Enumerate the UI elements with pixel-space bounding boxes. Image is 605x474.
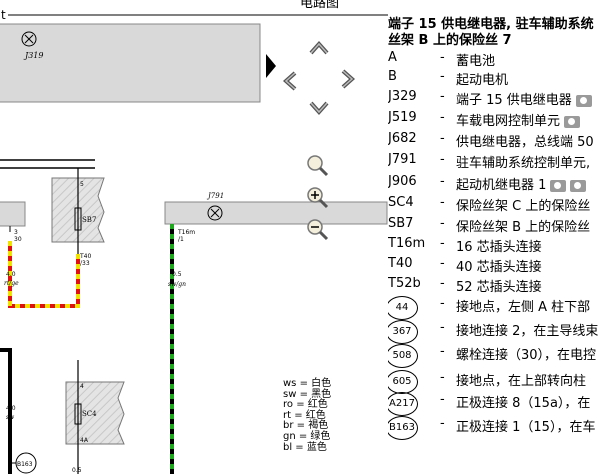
header-left-mark: t	[1, 8, 6, 22]
camera-icon[interactable]	[575, 94, 592, 107]
ground-point-badge: 367	[388, 320, 418, 344]
sb7-fuse-icon	[74, 207, 82, 231]
ground-point-badge: 44	[388, 296, 418, 320]
camera-icon[interactable]	[570, 179, 587, 192]
camera-icon[interactable]	[550, 179, 567, 192]
header-title: 电路图	[300, 0, 339, 11]
legend-title: 端子 15 供电继电器, 驻车辅助系统 丝架 B 上的保险丝 7	[388, 17, 594, 48]
svg-text:4: 4	[80, 383, 84, 390]
wire-sw	[0, 348, 12, 474]
svg-text:/33: /33	[80, 260, 90, 267]
left-connector-box	[0, 201, 26, 227]
color-code-sw: sw = 黑色	[283, 388, 332, 400]
pan-right-icon[interactable]	[340, 68, 356, 90]
color-code-ws: ws = 白色	[283, 378, 332, 389]
svg-text:rt/ge: rt/ge	[4, 280, 19, 287]
pan-up-icon[interactable]	[308, 40, 330, 56]
camera-icon[interactable]	[564, 115, 581, 128]
sb7-label: SB7	[82, 216, 96, 224]
color-code-gn: gn = 绿色	[283, 430, 331, 442]
ground-point-badge: 605	[388, 370, 418, 394]
wire-rt-ge	[8, 241, 80, 308]
panel-toggle-arrow-icon[interactable]	[266, 54, 276, 78]
zoom-in-icon[interactable]	[306, 186, 330, 210]
svg-text:0.5: 0.5	[172, 271, 182, 278]
svg-text:sw/gn: sw/gn	[168, 281, 186, 288]
wiring-diagram: 电路图 t J319 3 30 SB7 5 T40 /33 4.0 rt/ge …	[0, 0, 388, 474]
color-code-bl: bl = 蓝色	[283, 441, 327, 453]
legend-panel: 端子 15 供电继电器, 驻车辅助系统 丝架 B 上的保险丝 7 A-蓄电池 B…	[388, 0, 605, 474]
svg-text:T40: T40	[79, 253, 91, 260]
ground-point-badge: 508	[388, 344, 418, 368]
sc4-fuse-holder	[65, 381, 125, 445]
wire-color-key: ws = 白色 sw = 黑色 ro = 红色 rt = 红色 br = 褐色 …	[283, 378, 332, 453]
zoom-fit-icon[interactable]	[306, 154, 330, 178]
j319-symbol-icon	[21, 31, 37, 47]
svg-text:sw: sw	[6, 414, 15, 421]
j791-box	[164, 201, 388, 225]
ground-point-badge: B163	[388, 416, 418, 440]
color-code-ro: ro = 红色	[283, 399, 328, 411]
svg-text:4.0: 4.0	[6, 271, 16, 278]
pan-left-icon[interactable]	[282, 70, 298, 92]
j791-label: J791	[206, 192, 224, 200]
zoom-out-icon[interactable]	[306, 218, 330, 242]
svg-text:/1: /1	[178, 236, 184, 243]
sc4-label: SC4	[82, 410, 97, 418]
color-code-rt: rt = 红色	[283, 409, 326, 421]
svg-text:T16m: T16m	[177, 229, 195, 236]
ground-point-badge: A217	[388, 392, 418, 416]
svg-text:4.0: 4.0	[6, 405, 16, 412]
sc4-fuse-icon	[74, 403, 82, 425]
svg-text:4A: 4A	[80, 437, 89, 444]
j791-symbol-icon	[207, 205, 223, 221]
svg-text:3: 3	[14, 229, 18, 236]
svg-text:B163: B163	[17, 461, 33, 468]
pan-down-icon[interactable]	[308, 100, 330, 116]
svg-text:5: 5	[80, 181, 84, 188]
color-code-br: br = 褐色	[283, 420, 329, 432]
j319-label: J319	[23, 51, 43, 60]
svg-text:0.5: 0.5	[72, 467, 82, 474]
j319-box	[0, 23, 261, 103]
svg-text:30: 30	[14, 236, 22, 243]
